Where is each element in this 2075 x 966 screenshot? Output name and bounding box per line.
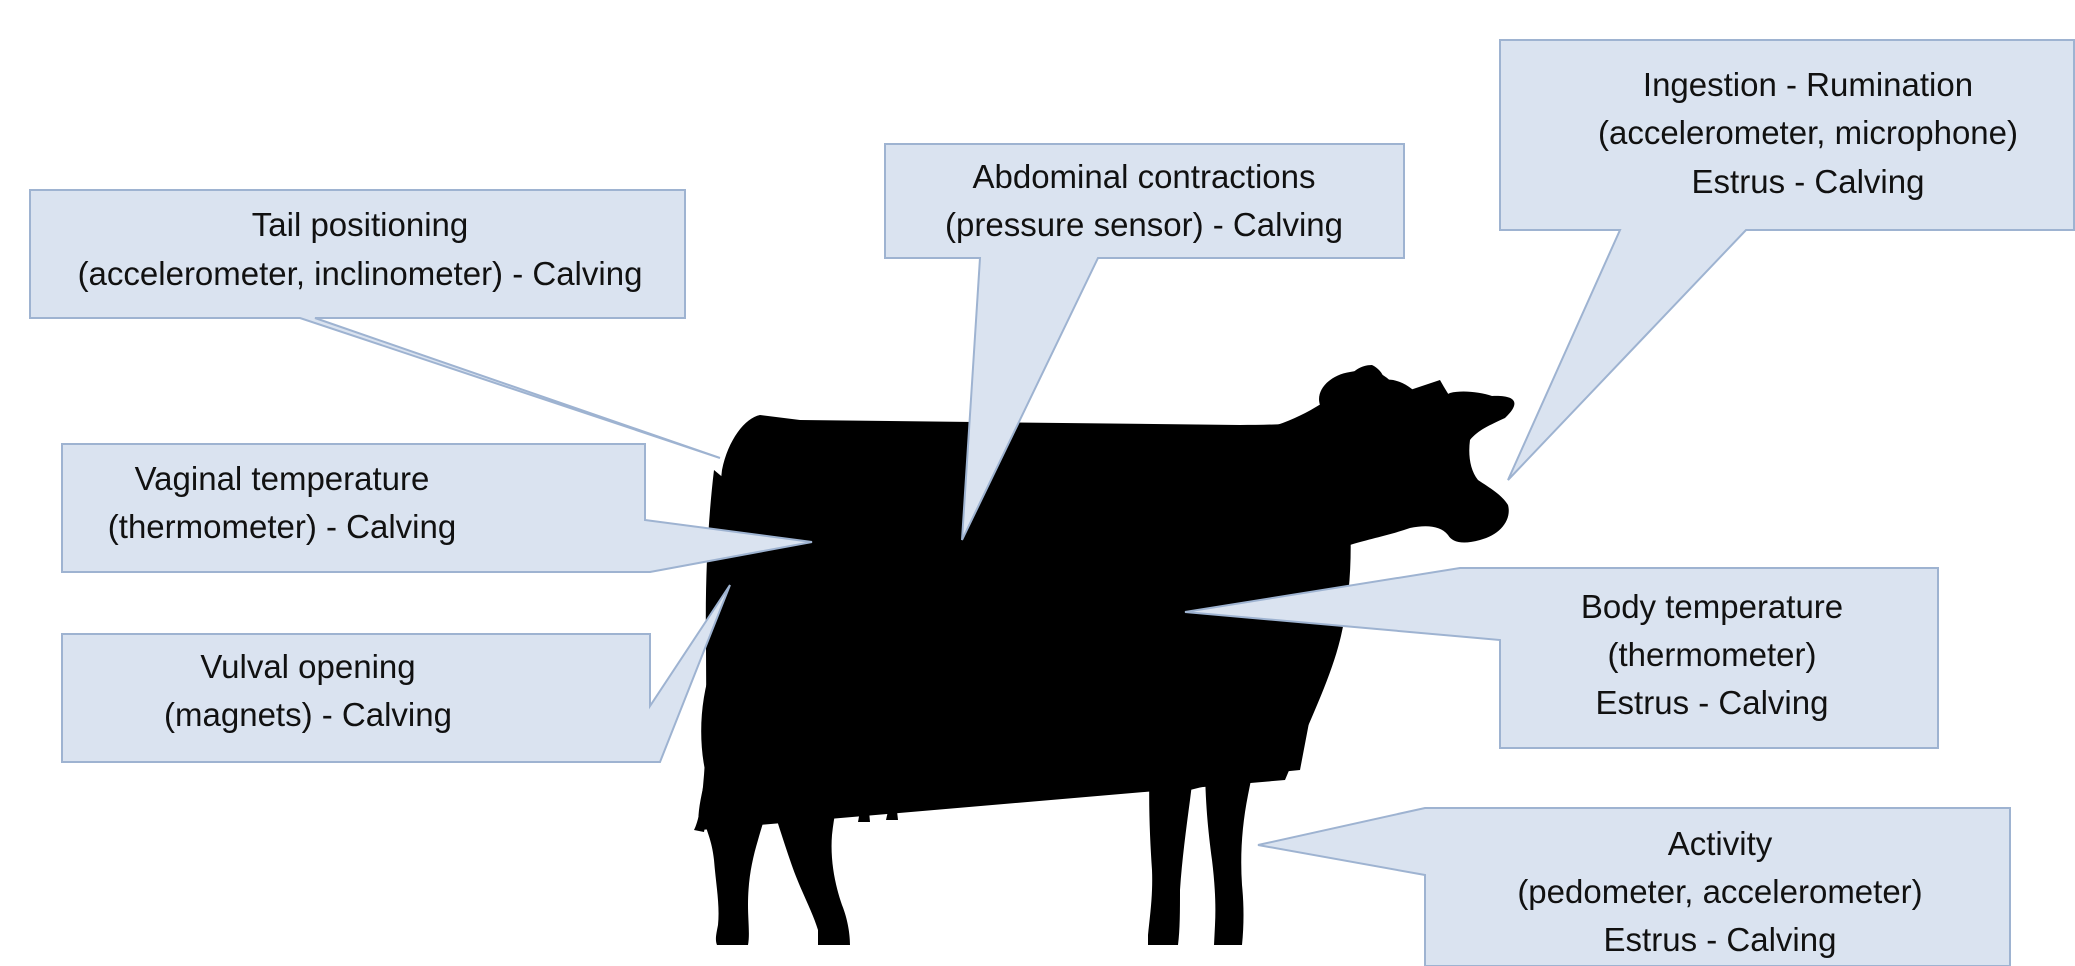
callout-ingestion-rumination: Ingestion - Rumination (accelerometer, m… (1500, 40, 2074, 480)
callout-activity-line-3: Estrus - Calving (1604, 921, 1837, 958)
callout-tail-positioning-line-1: Tail positioning (252, 206, 468, 243)
callout-activity: Activity (pedometer, accelerometer) Estr… (1258, 808, 2010, 966)
callout-body-temperature-line-1: Body temperature (1581, 588, 1843, 625)
cow-back-leg-left (703, 760, 770, 945)
callout-body-temperature-line-2: (thermometer) (1607, 636, 1816, 673)
callout-tail-positioning: Tail positioning (accelerometer, inclino… (30, 190, 720, 458)
callout-ingestion-rumination-shape (1500, 40, 2074, 480)
callout-vaginal-temperature: Vaginal temperature (thermometer) - Calv… (62, 444, 812, 572)
callout-activity-line-2: (pedometer, accelerometer) (1517, 873, 1922, 910)
callout-ingestion-rumination-line-2: (accelerometer, microphone) (1598, 114, 2018, 151)
callout-abdominal-contractions-line-1: Abdominal contractions (972, 158, 1315, 195)
callout-tail-positioning-line-2: (accelerometer, inclinometer) - Calving (78, 255, 643, 292)
callout-vulval-opening-line-2: (magnets) - Calving (164, 696, 452, 733)
callout-activity-line-1: Activity (1668, 825, 1773, 862)
callout-abdominal-contractions-line-2: (pressure sensor) - Calving (945, 206, 1343, 243)
callout-vaginal-temperature-line-1: Vaginal temperature (135, 460, 430, 497)
cow-front-leg-right (1205, 760, 1255, 945)
callout-vaginal-temperature-line-2: (thermometer) - Calving (108, 508, 456, 545)
callout-ingestion-rumination-line-1: Ingestion - Rumination (1643, 66, 1973, 103)
callout-body-temperature-line-3: Estrus - Calving (1596, 684, 1829, 721)
callout-ingestion-rumination-line-3: Estrus - Calving (1692, 163, 1925, 200)
callout-vulval-opening: Vulval opening (magnets) - Calving (62, 585, 730, 762)
callout-vulval-opening-line-1: Vulval opening (200, 648, 415, 685)
